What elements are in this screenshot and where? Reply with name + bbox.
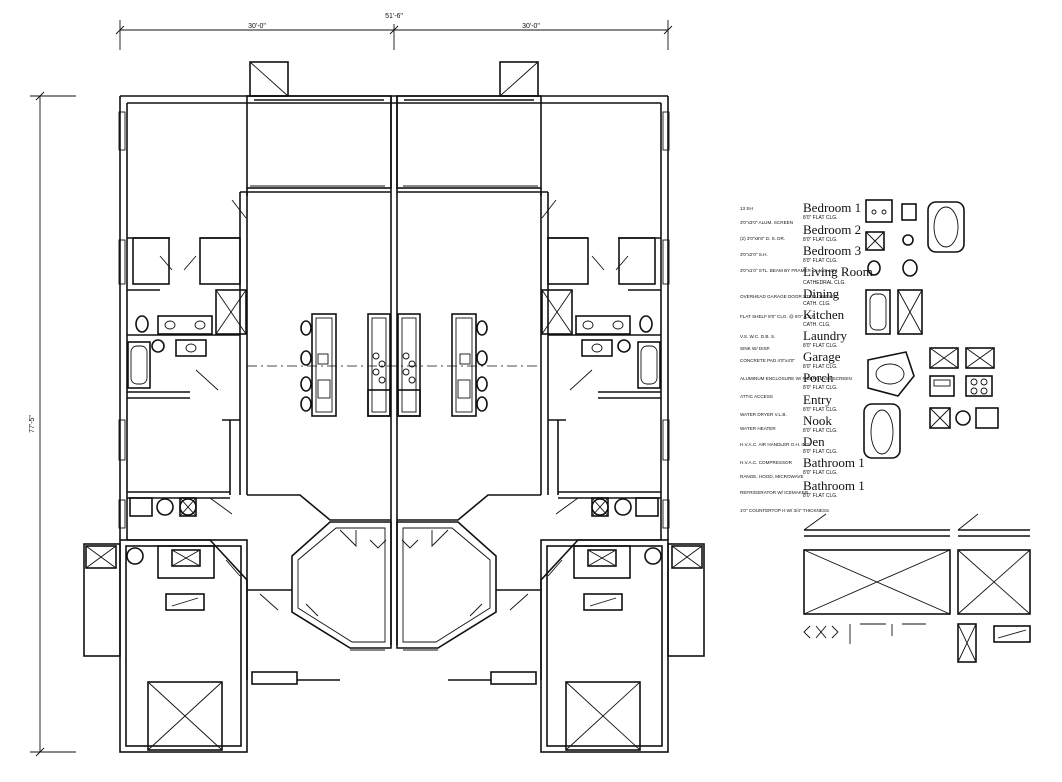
note-3: (2) 3'0"x6'8" D. S. DR. [740,236,785,241]
note-7: FLAT SHELF 8'0" CLG. @ 6'0" A.F.F. [740,314,815,319]
note-8: V.S. W.C. D.B. S. [740,334,775,339]
room-spec: 8'0" FLAT CLG. [803,343,838,349]
room-schedule: Bedroom 1 8'0" FLAT CLG. Bedroom 2 8'0" … [803,200,873,499]
room-spec: 8'0" FLAT CLG. [803,470,838,476]
room-spec: CATH. CLG. [803,322,831,328]
room-spec: 8'0" FLAT CLG. [803,449,838,455]
kitchen-islands [247,313,541,417]
note-19: 1'0" COUNTERTOP H W/ 3/4" THICKNESS [740,508,829,513]
note-16: H.V.A.C. COMPRESSOR [740,460,793,465]
room-spec: 8'0" FLAT CLG. [803,258,838,264]
note-12: ATTIC ACCESS [740,394,773,399]
room-name: Porch [803,370,834,385]
room-spec: 8'0" FLAT CLG. [803,428,838,434]
note-17: RANGE, HOOD, MICROWAVE [740,474,804,479]
note-15: H.V.A.C. AIR HANDLER O.H. IN'S. [740,442,811,447]
room-spec: 8'0" FLAT CLG. [803,493,838,499]
overall-width-dimension: 51'-6" [385,13,403,20]
room-name: Bedroom 3 [803,243,861,258]
room-name: Bathroom 1 [803,478,865,493]
note-10: CONCRETE PAD 4'0"x4'0" [740,358,795,363]
note-6: OVERHEAD GARAGE DOOR STEEL 16'0"x7'0" [740,294,839,299]
dimension-lines [30,20,673,757]
room-spec: CATHEDRAL CLG. [803,280,846,286]
symbol-library [803,199,1031,663]
legend-notes: 13 SH 3'0"x3'0" ALUM. SCREEN (2) 3'0"x6'… [740,206,852,513]
room-name: Bathroom 1 [803,455,865,470]
building-walls [83,61,705,753]
left-width-dimension: 30'-0" [248,23,266,30]
room-name: Den [803,434,825,449]
room-name: Nook [803,413,832,428]
room-name: Living Room [803,264,873,279]
note-2: 3'0"x3'0" ALUM. SCREEN [740,220,793,225]
note-14: WATER HEATER [740,426,776,431]
note-4: 3'0"x2'0" S.H. [740,252,768,257]
room-name: Bedroom 2 [803,222,861,237]
room-name: Garage [803,349,841,364]
bath-fixtures [127,289,661,517]
room-name: Dining [803,286,840,301]
room-spec: 8'0" FLAT CLG. [803,407,838,413]
room-spec: 8'0" FLAT CLG. [803,237,838,243]
note-18: REFRIGERATOR W/ ICEMAKER [740,490,809,495]
room-name: Laundry [803,328,848,343]
room-spec: 8'0" FLAT CLG. [803,215,838,221]
room-name: Bedroom 1 [803,200,861,215]
right-width-dimension: 30'-0" [522,23,540,30]
note-11: ALUMINUM ENCLOSURE W/ FIBERGLASS SCREEN [740,376,852,381]
note-13: WATER DRYER V.L.B. [740,412,787,417]
overall-depth-dimension: 77'-5" [29,415,36,433]
room-spec: 8'0" FLAT CLG. [803,385,838,391]
note-5: 3'0"x1'0" STL. BEAM BY FRAMER CLASS ABV. [740,268,838,273]
room-spec: 8'0" FLAT CLG. [803,364,838,370]
room-name: Kitchen [803,307,845,322]
room-name: Entry [803,392,832,407]
note-1: 13 SH [740,206,753,211]
note-9: SINK W/ DISP. [740,346,770,351]
room-spec: CATH. CLG. [803,301,831,307]
